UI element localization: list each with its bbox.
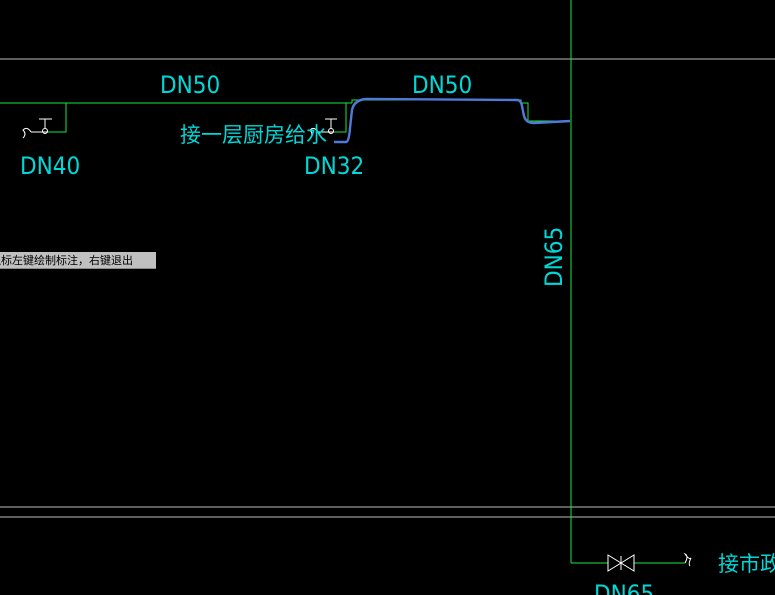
- selected-pipe-highlight[interactable]: [334, 97, 571, 144]
- label-dn32[interactable]: DN32: [304, 152, 364, 180]
- faucet-dn40-icon: [22, 118, 52, 139]
- pipe-break-icon: [683, 552, 692, 567]
- label-dn50-right[interactable]: DN50: [412, 71, 472, 99]
- branch-dn40-pipe[interactable]: [48, 103, 67, 133]
- faucet-dn32-icon: [309, 118, 337, 139]
- label-municipal-supply[interactable]: 接市政给: [718, 552, 775, 576]
- command-tooltip-text: 鼠标左键绘制标注，右键退出: [0, 254, 133, 267]
- label-dn65-bottom[interactable]: DN65: [594, 580, 654, 595]
- gate-valve-icon: [607, 554, 635, 572]
- command-tooltip: 鼠标左键绘制标注，右键退出: [0, 252, 156, 269]
- label-dn40[interactable]: DN40: [20, 152, 80, 180]
- label-dn50-left[interactable]: DN50: [160, 71, 220, 99]
- label-dn65-vertical[interactable]: DN65: [540, 227, 568, 287]
- label-kitchen-supply[interactable]: 接一层厨房给水: [180, 123, 327, 147]
- branch-dn32-pipe[interactable]: [334, 103, 347, 133]
